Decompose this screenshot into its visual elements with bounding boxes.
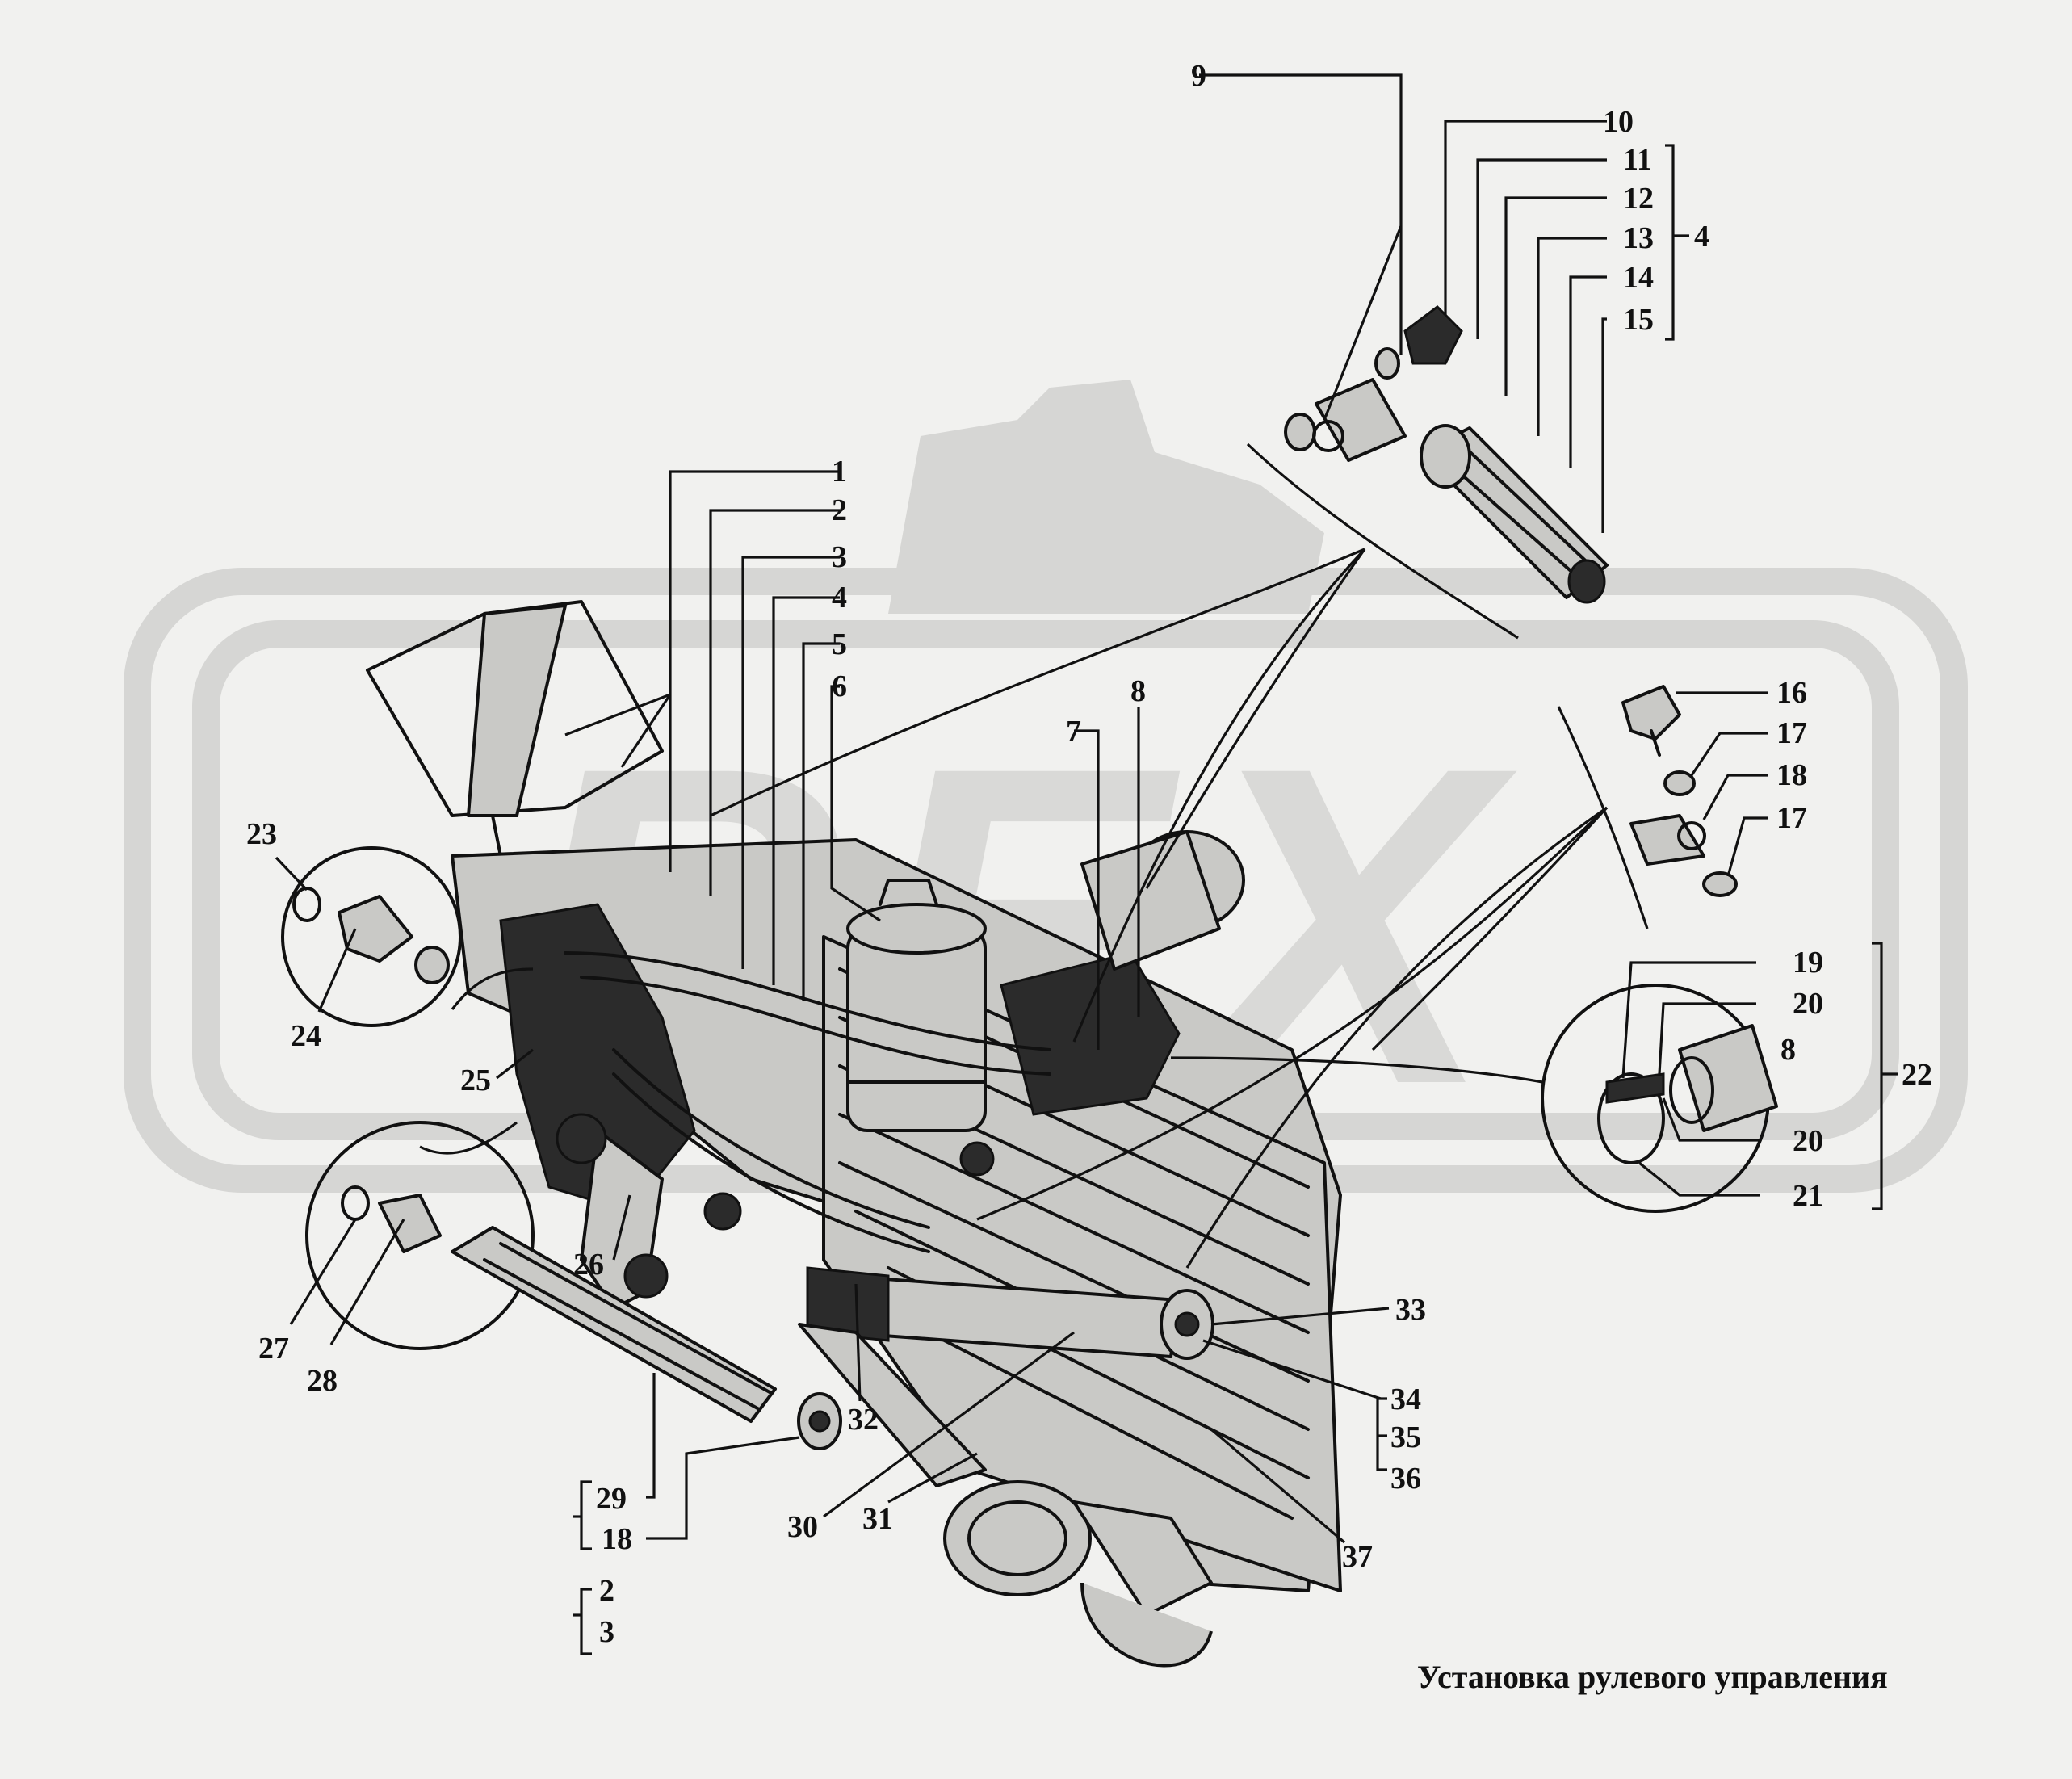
callout-17b: 17	[1776, 801, 1807, 835]
callout-2: 2	[832, 493, 847, 527]
callout-20a: 20	[1793, 987, 1823, 1021]
clamp-screw-19	[1605, 1072, 1665, 1104]
hose-end-13	[1420, 424, 1471, 489]
callout-5: 5	[832, 627, 847, 661]
bolt-11	[1403, 305, 1463, 365]
bolt-16	[1621, 685, 1681, 741]
callout-27: 27	[258, 1332, 289, 1366]
steering-assembly	[366, 600, 1342, 1668]
callout-12: 12	[1623, 182, 1654, 216]
detail-circle-19-21	[1541, 984, 1778, 1213]
leader-lines	[275, 73, 1768, 1544]
callout-1: 1	[832, 455, 847, 489]
callout-9: 9	[1191, 59, 1206, 93]
detail-circle-23-24	[281, 846, 462, 1027]
callout-3: 3	[832, 540, 847, 574]
callout-32: 32	[848, 1403, 879, 1437]
callout-25: 25	[460, 1064, 491, 1097]
hose-assembly-29	[451, 1226, 842, 1450]
detail-circle-27-28	[305, 1121, 535, 1350]
diagram-caption: Установка рулевого управления	[1417, 1659, 1888, 1695]
callout-labels: 1 2 3 4 5 6 7 8 9 10 11 12 13 14 15 4 16…	[246, 59, 1932, 1649]
callout-17a: 17	[1776, 716, 1807, 750]
detail-fittings-top	[1284, 305, 1609, 604]
callout-8: 8	[1130, 674, 1146, 708]
callout-3b: 3	[599, 1615, 614, 1649]
callout-24: 24	[291, 1019, 321, 1053]
callout-31: 31	[862, 1502, 893, 1536]
callout-33: 33	[1395, 1293, 1426, 1327]
washer-17b	[1702, 871, 1738, 897]
callout-22: 22	[1902, 1058, 1932, 1092]
adapter-24	[338, 895, 413, 963]
callout-4-group: 4	[1694, 220, 1709, 254]
washer-9	[1284, 413, 1316, 451]
banjo-fitting-18	[1629, 814, 1705, 866]
callout-7: 7	[1066, 715, 1081, 749]
callout-16: 16	[1776, 676, 1807, 710]
callout-21: 21	[1793, 1179, 1823, 1213]
callout-6: 6	[832, 669, 847, 703]
callout-36: 36	[1390, 1462, 1421, 1496]
hose-piece-8	[1678, 1024, 1778, 1132]
callout-26: 26	[573, 1248, 604, 1282]
hose-29-hatch	[483, 1242, 773, 1411]
callout-35: 35	[1390, 1420, 1421, 1454]
braid-hatch	[1444, 443, 1596, 583]
callout-18b: 18	[602, 1522, 632, 1556]
callout-29: 29	[596, 1482, 627, 1516]
callout-13: 13	[1623, 221, 1654, 255]
banjo-fitting-12	[1315, 378, 1407, 462]
callout-4: 4	[832, 581, 847, 615]
hose-end-15	[1567, 559, 1606, 604]
ring-23	[292, 887, 321, 922]
washer-10	[1374, 347, 1400, 380]
clamp-21	[1597, 1072, 1665, 1164]
callout-34: 34	[1390, 1383, 1421, 1416]
grouping-curves	[419, 443, 1649, 1269]
callout-18a: 18	[1776, 758, 1807, 792]
group-brackets	[573, 144, 1898, 1655]
callout-8b: 8	[1780, 1033, 1796, 1067]
callout-19: 19	[1793, 946, 1823, 980]
callout-10: 10	[1603, 105, 1634, 139]
callout-30: 30	[787, 1510, 818, 1544]
detail-fittings-right	[1621, 685, 1738, 897]
callout-37: 37	[1342, 1540, 1373, 1574]
callout-15: 15	[1623, 303, 1654, 337]
washer-17a	[1663, 770, 1696, 796]
callout-23: 23	[246, 817, 277, 851]
callout-2b: 2	[599, 1574, 614, 1608]
callout-11: 11	[1623, 143, 1652, 177]
callout-20b: 20	[1793, 1124, 1823, 1158]
callout-14: 14	[1623, 261, 1654, 295]
callout-28: 28	[307, 1364, 338, 1398]
